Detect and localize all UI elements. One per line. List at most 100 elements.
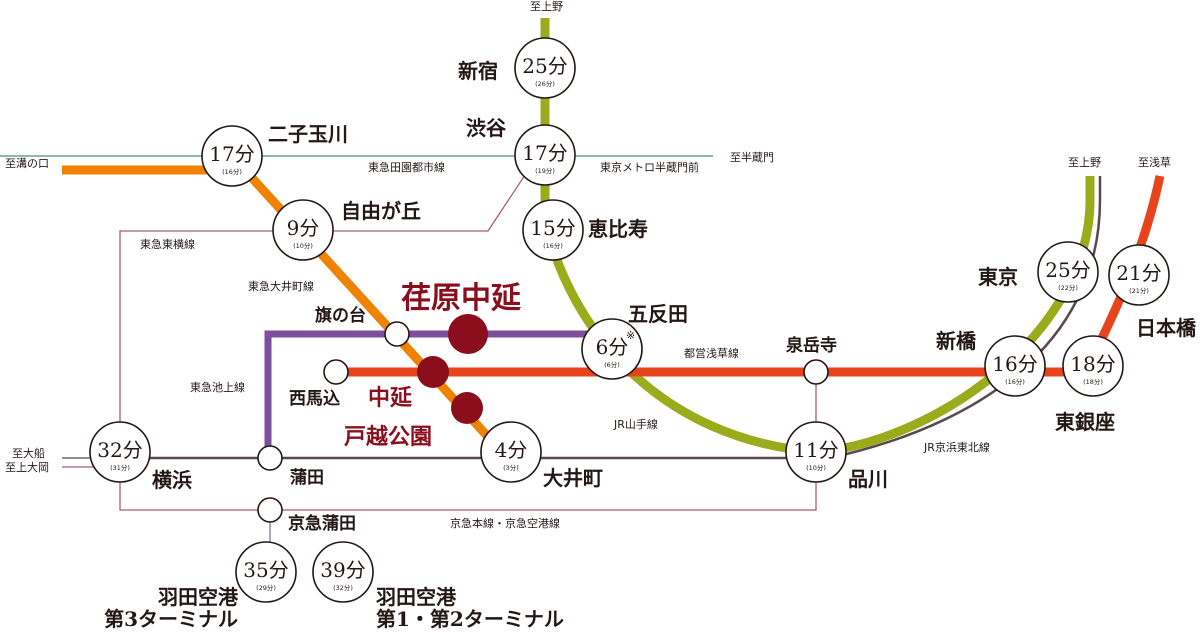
station-node-yokohama [89, 421, 151, 483]
small-station-labels: 旗の台 西馬込 泉岳寺 蒲田 京急蒲田 [288, 305, 837, 534]
station-label-higashiginza: 東銀座 [1055, 410, 1115, 434]
station-node-futakotamagawa [201, 125, 263, 187]
station-label-shimbashi: 新橋 [936, 329, 977, 353]
station-node-higashiginza [1062, 335, 1124, 397]
station-node-gotanda [581, 318, 643, 380]
station-nihonbashi: 21分(21分) 日本橋 [1108, 244, 1197, 340]
station-label-nihonbashi: 日本橋 [1136, 316, 1197, 340]
label-yamanote: JR山手線 [613, 417, 658, 431]
station-higashiginza: 18分(18分) 東銀座 [1055, 335, 1124, 434]
dir-asakusa: 至浅草 [1138, 156, 1171, 169]
station-label-ebisu: 恵比寿 [588, 217, 648, 241]
station-time-alt-tokyo: (22分) [1058, 283, 1078, 292]
station-time-gotanda: 6分 [596, 335, 629, 359]
label-toyoko: 東急東横線 [140, 237, 195, 251]
station-shibuya: 17分(19分) 渋谷 [466, 116, 576, 186]
station-label-haneda12-2: 第1・第2ターミナル [376, 607, 564, 631]
station-time-nihonbashi: 21分 [1116, 261, 1161, 285]
ikegami-line [264, 330, 612, 458]
feature-stations: 荏原中延 中延 戸越公園 [344, 281, 522, 450]
dir-ofuna: 至大船 [12, 446, 45, 460]
station-time-futakotamagawa: 17分 [209, 142, 254, 166]
dir-hanzomon: 至半蔵門 [730, 150, 774, 164]
station-time-higashiginza: 18分 [1070, 352, 1115, 376]
nishimagome-node [323, 359, 349, 385]
station-time-alt-shimbashi: (16分) [1005, 377, 1025, 386]
station-node-shinagawa [785, 421, 847, 483]
station-node-shibuya [514, 124, 576, 186]
hatanodai-node [384, 321, 410, 347]
station-yokohama: 32分(31分) 横浜 [89, 421, 192, 492]
kamata-node [257, 445, 283, 471]
station-node-jiyugaoka [272, 199, 334, 261]
dir-ueno-right: 至上野 [1068, 156, 1101, 169]
station-label-tokyo: 東京 [978, 265, 1018, 289]
hatanodai-label: 旗の台 [315, 305, 366, 326]
station-time-alt-oimachi: (3分) [503, 463, 519, 472]
line-labels: 東急田園都市線 東京メトロ半蔵門前 東急東横線 東急大井町線 東急池上線 都営浅… [140, 160, 990, 530]
station-time-alt-haneda3: (29分) [256, 583, 276, 592]
station-time-haneda12: 39分 [320, 558, 365, 582]
station-time-alt-nihonbashi: (21分) [1129, 286, 1149, 295]
station-note-gotanda: ※ [626, 329, 635, 342]
station-time-yokohama: 32分 [97, 438, 142, 462]
station-time-ebisu: 15分 [530, 216, 575, 240]
label-keikyu: 京急本線・京急空港線 [450, 516, 560, 530]
station-time-shinagawa: 11分 [793, 438, 838, 462]
station-node-ebisu [522, 199, 584, 261]
small-station-nodes [257, 321, 829, 523]
station-node-shinjuku [514, 37, 576, 99]
station-time-alt-shibuya: (19分) [535, 166, 555, 175]
station-shinagawa: 11分(10分) 品川 [785, 421, 888, 491]
station-label-futakotamagawa: 二子玉川 [268, 122, 348, 146]
label-asakusa: 都営浅草線 [684, 346, 739, 360]
label-ikegami: 東急池上線 [190, 380, 245, 394]
station-label-haneda3-1: 羽田空港 [158, 585, 239, 609]
station-time-alt-higashiginza: (18分) [1083, 377, 1103, 386]
kamata-label: 蒲田 [290, 468, 324, 488]
station-time-alt-jiyugaoka: (10分) [293, 241, 313, 250]
station-label-haneda3-2: 第3ターミナル [104, 607, 238, 631]
togoshikoen-dot [451, 392, 483, 424]
station-label-yokohama: 横浜 [152, 468, 192, 492]
station-time-oimachi: 4分 [495, 438, 528, 462]
label-oimachi: 東急大井町線 [248, 279, 314, 293]
station-shimbashi: 16分(16分)新橋 [936, 329, 1046, 397]
station-label-shinagawa: 品川 [848, 467, 888, 491]
station-label-shibuya: 渋谷 [466, 116, 507, 140]
sengakuji-node [803, 359, 829, 385]
station-time-shinjuku: 25分 [522, 54, 567, 78]
nakanobu-label: 中延 [368, 385, 413, 411]
station-time-haneda3: 35分 [243, 558, 288, 582]
dir-ueno-top: 至上野 [530, 0, 563, 13]
label-hanzomon-line: 東京メトロ半蔵門前 [600, 160, 699, 174]
station-node-haneda3 [235, 541, 297, 603]
station-label-oimachi: 大井町 [543, 466, 603, 490]
station-time-shibuya: 17分 [522, 141, 567, 165]
station-label-shinjuku: 新宿 [458, 59, 498, 83]
station-time-alt-shinagawa: (10分) [806, 463, 826, 472]
keikyukamata-node [257, 497, 283, 523]
station-node-tokyo [1037, 241, 1099, 303]
togoshikoen-label: 戸越公園 [344, 424, 432, 450]
station-node-nihonbashi [1108, 244, 1170, 306]
station-oimachi: 4分(3分) 大井町 [480, 421, 603, 490]
station-time-alt-yokohama: (31分) [110, 463, 130, 472]
dir-kamiooka: 至上大岡 [5, 460, 49, 474]
dir-mizonokuchi: 至溝の口 [5, 157, 49, 170]
station-time-jiyugaoka: 9分 [287, 216, 320, 240]
station-node-oimachi [480, 421, 542, 483]
station-time-alt-shinjuku: (26分) [535, 79, 555, 88]
station-jiyugaoka: 9分(10分)自由が丘 [272, 199, 421, 261]
station-time-tokyo: 25分 [1045, 258, 1090, 282]
direction-labels: 至上野 至溝の口 至半蔵門 至上野 至浅草 至大船 至上大岡 [5, 0, 1171, 474]
station-time-alt-haneda12: (32分) [333, 583, 353, 592]
keikyukamata-label: 京急蒲田 [288, 513, 356, 534]
station-time-alt-gotanda: (6分) [604, 360, 620, 369]
station-shinjuku: 25分(26分) 新宿 [458, 37, 576, 99]
nakanobu-dot [417, 356, 449, 388]
station-tokyo: 25分(22分) 東京 [978, 241, 1099, 303]
